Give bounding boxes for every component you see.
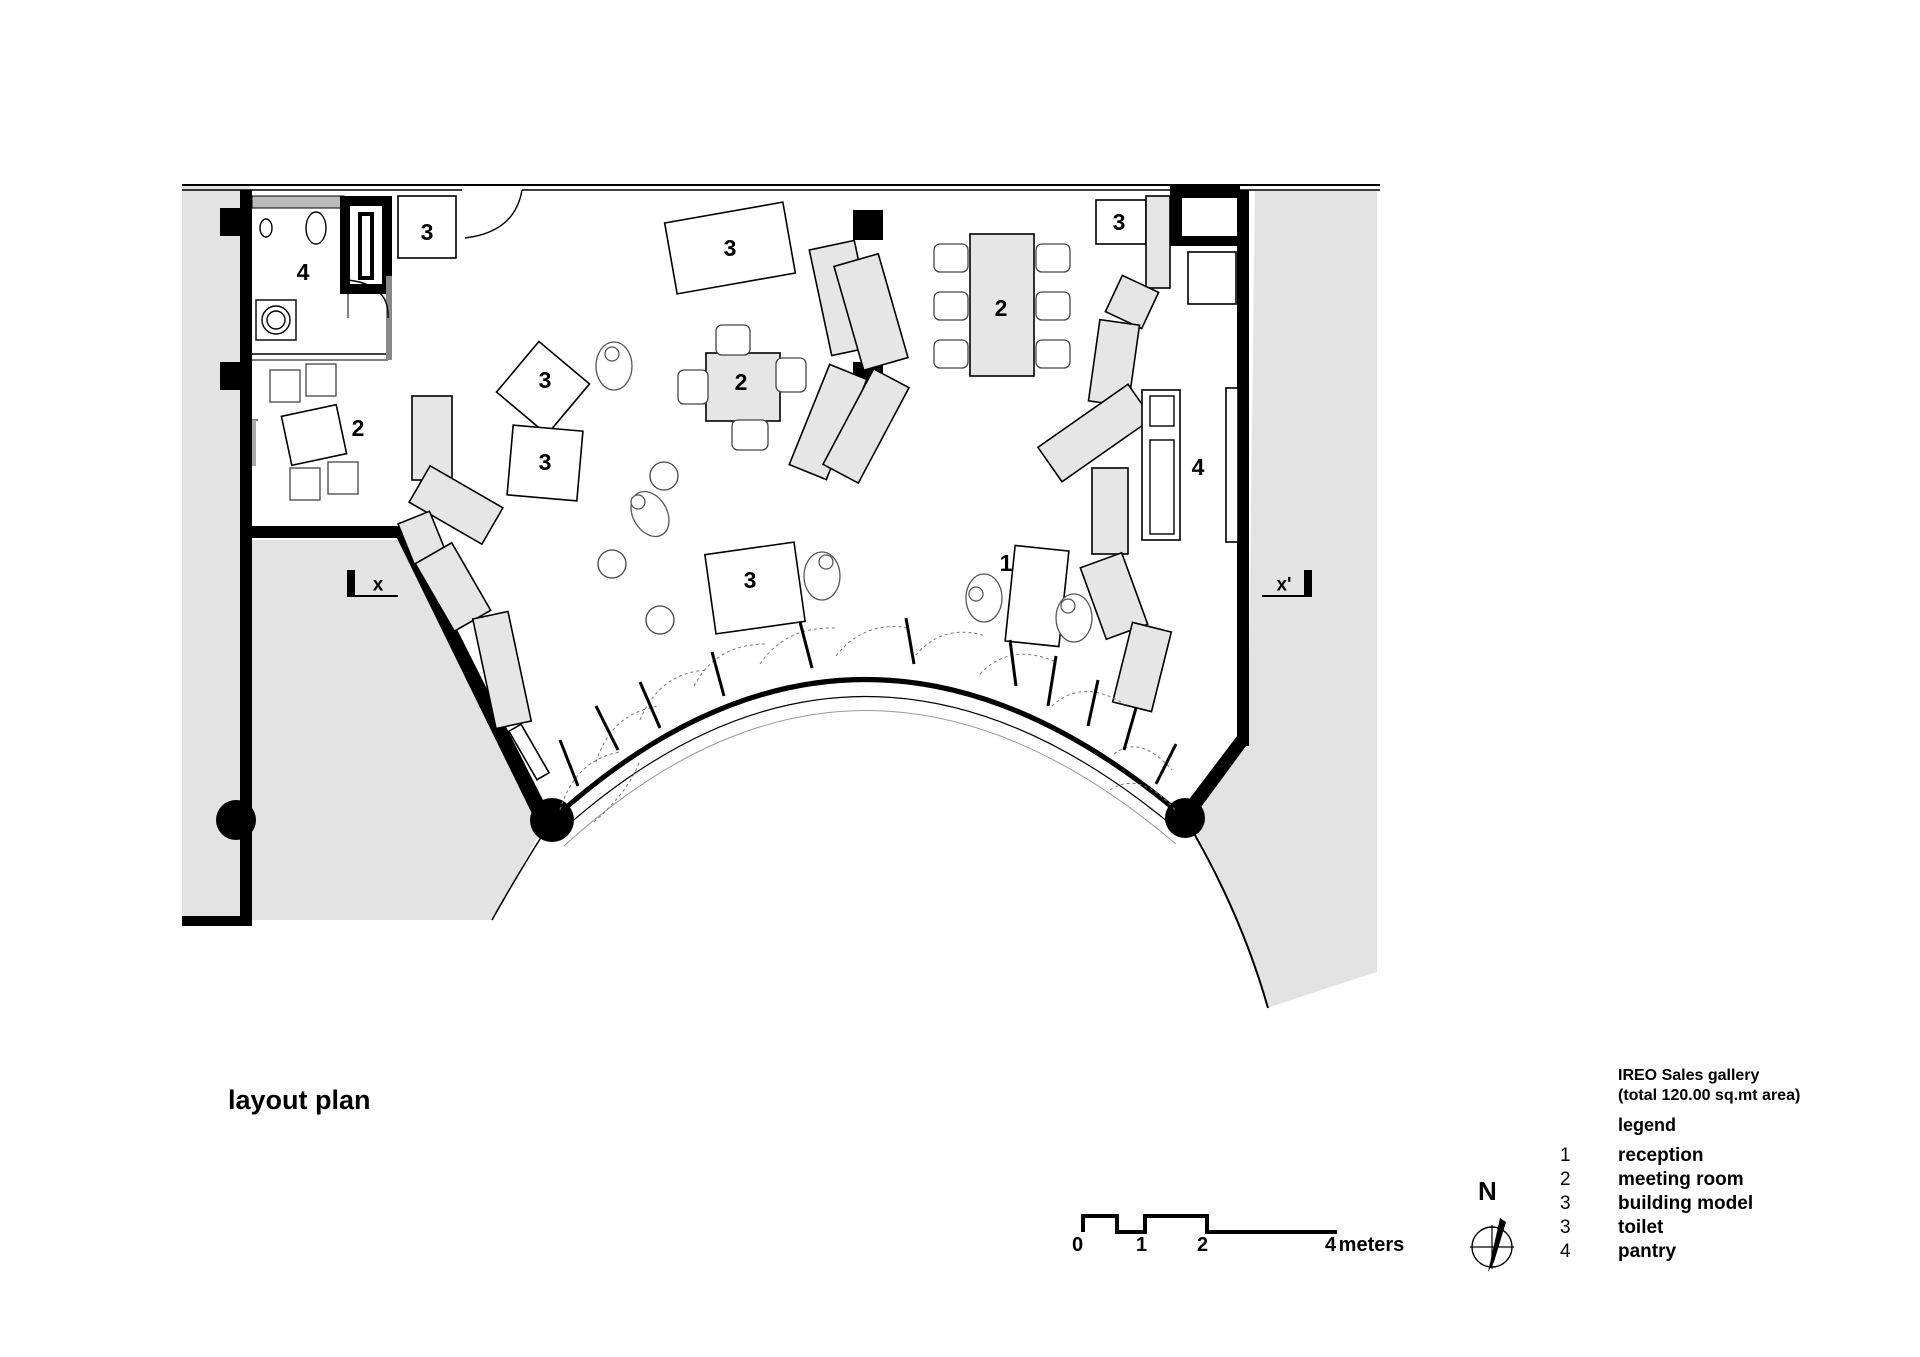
wall-right [1237, 190, 1249, 746]
wall-diagonal-left [392, 526, 552, 826]
toilet-bowl-icon [259, 218, 273, 238]
legend-item-label: meeting room [1618, 1169, 1744, 1190]
section-mark-x-prime: x' [1262, 570, 1312, 597]
legend-item-number: 2 [1560, 1169, 1571, 1190]
model-table-diamond [495, 340, 591, 436]
legend-list: 1 reception 2 meeting room 3 building model… [1560, 1144, 1900, 1264]
scale-bar [1081, 1214, 1337, 1234]
legend-item-label: pantry [1618, 1241, 1677, 1262]
north-arrow-icon [1470, 1218, 1514, 1272]
entrance-door-swing [464, 189, 523, 239]
exterior-area-lower-left [250, 540, 548, 920]
room-number-meeting-right: 2 [995, 295, 1008, 321]
people-figures [595, 341, 1093, 643]
meeting-table-left [280, 403, 348, 467]
legend-item: 3 building model [1560, 1192, 1900, 1216]
exterior-area-right [1188, 190, 1377, 1008]
chairs-right-meeting [933, 243, 1071, 369]
legend-item-number: 3 [1560, 1193, 1571, 1214]
room-number-pantry: 4 [1192, 454, 1205, 480]
chairs-center-meeting [597, 324, 807, 635]
room-number-meeting-center: 2 [735, 369, 748, 395]
round-column-left [216, 800, 256, 840]
legend-item-number: 3 [1560, 1217, 1571, 1238]
section-mark-x-label: x [373, 575, 384, 596]
legend-item: 2 meeting room [1560, 1168, 1900, 1192]
section-mark-x: x [347, 570, 398, 597]
toilet-room-hatch [251, 195, 345, 209]
meeting-table-right [969, 233, 1035, 377]
room-number-model-right: 3 [1113, 209, 1126, 235]
room-number-toilet: 4 [297, 259, 310, 285]
legend-item-number: 4 [1560, 1241, 1571, 1262]
legend-panel: IREO Sales gallery (total 120.00 sq.mt a… [1560, 1066, 1900, 1264]
facade-door-swings [559, 626, 1176, 823]
toilet-wc-icon [305, 211, 327, 245]
room-number-model-square: 3 [539, 449, 552, 475]
legend-item-label: toilet [1618, 1217, 1664, 1238]
section-mark-x-prime-label: x' [1276, 575, 1291, 596]
legend-item: 3 toilet [1560, 1216, 1900, 1240]
room-number-toilet-model: 3 [421, 219, 434, 245]
room-number-model-top: 3 [724, 235, 737, 261]
room-number-model-diamond: 3 [539, 367, 552, 393]
scale-label-4: 4 meters [1325, 1234, 1405, 1256]
project-name: IREO Sales gallery [1618, 1067, 1760, 1084]
scale-label-1: 1 [1136, 1234, 1148, 1256]
legend-item: 1 reception [1560, 1144, 1900, 1168]
room-number-meeting-left: 2 [352, 415, 365, 441]
north-label: N [1478, 1176, 1497, 1206]
scale-label-2: 2 [1197, 1234, 1209, 1256]
curved-facade [491, 677, 1269, 1009]
facade-mullions [558, 617, 1178, 787]
washbasin-icon [255, 299, 297, 341]
model-table-top [663, 201, 797, 295]
wall-left [240, 190, 252, 926]
chairs-left-meeting [269, 363, 359, 501]
legend-heading: legend [1618, 1115, 1677, 1135]
model-table-lower [703, 541, 807, 635]
pantry-shelf [1225, 387, 1239, 543]
room-number-model-lower: 3 [744, 567, 757, 593]
scale-label-0: 0 [1072, 1234, 1084, 1256]
project-area: (total 120.00 sq.mt area) [1618, 1087, 1801, 1104]
legend-item-number: 1 [1560, 1145, 1571, 1166]
wall-diagonal-right [1178, 736, 1249, 822]
column-upper [853, 210, 883, 240]
model-table-square [506, 424, 584, 502]
legend-item: 4 pantry [1560, 1240, 1900, 1264]
legend-item-label: reception [1618, 1145, 1704, 1166]
legend-item-label: building model [1618, 1193, 1754, 1214]
room-number-reception: 1 [1000, 550, 1013, 576]
plan-title: layout plan [228, 1085, 371, 1115]
